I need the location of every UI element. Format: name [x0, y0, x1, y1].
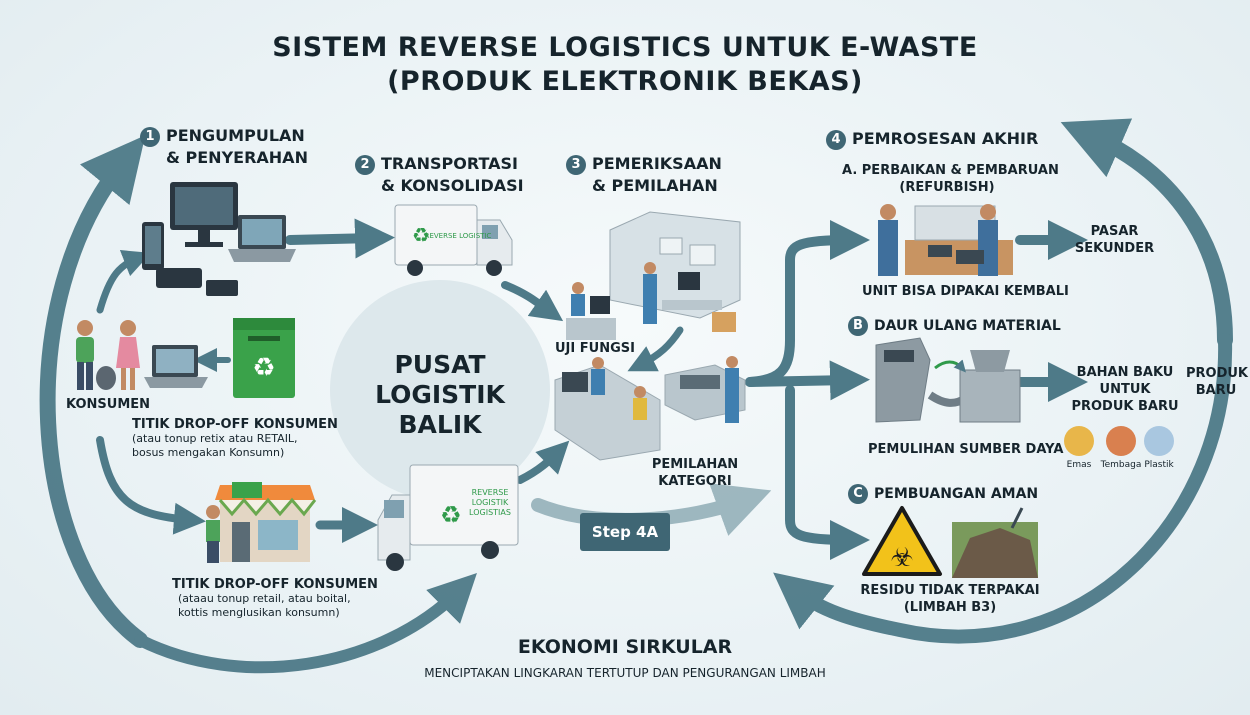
footer-subtitle: MENCIPTAKAN LINGKARAN TERTUTUP DAN PENGU…	[424, 666, 826, 680]
arrow-to-recycle	[745, 360, 870, 401]
inspection-workshop-icon	[566, 211, 741, 340]
step-4-heading: 4 PEMROSESAN AKHIR	[826, 128, 1038, 150]
step-2-line1: TRANSPORTASI	[381, 154, 518, 173]
consumer-label: KONSUMEN	[66, 397, 151, 412]
step-4-line1: PEMROSESAN AKHIR	[852, 129, 1039, 148]
arrow-to-disposal	[785, 385, 870, 560]
top-right-loop-arrow	[1060, 118, 1233, 348]
material-gold-label: Emas	[1066, 460, 1092, 470]
arrow-truck-to-sorting	[516, 440, 570, 484]
recycle-letter: B	[848, 316, 868, 336]
function-test-label: UJI FUNGSI	[555, 341, 635, 356]
material-copper-label: Tembaga	[1100, 460, 1142, 470]
step-3-line2: & PEMILAHAN	[592, 176, 718, 195]
dropoff1-line1: (atau tonup retix atau RETAIL,	[132, 432, 298, 445]
recycle-title: DAUR ULANG MATERIAL	[874, 318, 1061, 334]
left-loop-arrow	[39, 135, 148, 648]
step-1-line1: PENGUMPULAN	[166, 126, 305, 145]
circular-loop-arrows	[39, 118, 1233, 674]
svg-text:♻: ♻	[440, 501, 462, 529]
arrow-consumer-to-devices	[96, 250, 152, 314]
center-line1: PUSAT	[394, 350, 486, 379]
step-1-heading: 1 PENGUMPULAN & PENYERAHAN	[140, 125, 308, 169]
material-icons	[1064, 426, 1174, 456]
dropoff2-line2: kottis menglusikan konsumn)	[178, 606, 340, 619]
recycle-bin-icon: ♻	[233, 318, 295, 398]
disposal-title: PEMBUANGAN AMAN	[874, 486, 1039, 502]
arrow-devices-to-truck	[285, 218, 395, 259]
refurbish-result: UNIT BISA DIPAKAI KEMBALI	[862, 284, 1069, 299]
material-plastic-label: Plastik	[1144, 460, 1174, 470]
plastic-icon	[1144, 426, 1174, 456]
laptop-icon	[144, 345, 208, 388]
recycle-result: PEMULIHAN SUMBER DAYA	[868, 442, 1064, 457]
svg-text:♻: ♻	[252, 353, 275, 383]
recycle-heading: B DAUR ULANG MATERIAL	[848, 315, 1061, 337]
biohazard-sign-icon: ☣	[862, 506, 942, 576]
sorting-area-icon	[554, 356, 746, 461]
raw-material-label: BAHAN BAKU UNTUK PRODUK BARU	[1071, 365, 1179, 414]
refurbish-workers-icon	[878, 204, 1013, 276]
svg-text:☣: ☣	[890, 543, 913, 573]
svg-text:LOGISTIK: LOGISTIK	[472, 498, 509, 507]
step-2-line2: & KONSOLIDASI	[381, 176, 524, 195]
bottom-right-loop-arrow	[773, 333, 1233, 644]
electronic-devices-icon	[142, 182, 296, 296]
truck-top-icon: ♻ REVERSE LOGISTIC	[394, 204, 513, 276]
step-3-heading: 3 PEMERIKSAAN & PEMILAHAN	[566, 153, 722, 197]
center-hub-circle	[330, 280, 550, 500]
svg-text:LOGISTIAS: LOGISTIAS	[469, 508, 511, 517]
title-line-2: (PRODUK ELEKTRONIK BEKAS)	[387, 66, 863, 97]
step4a-label: Step 4A	[591, 523, 659, 541]
gold-icon	[1064, 426, 1094, 456]
new-product-label: PRODUK BARU	[1186, 366, 1249, 398]
footer-title: EKONOMI SIRKULAR	[517, 636, 733, 658]
flow-arrows	[96, 218, 1088, 560]
recycling-machine-icon	[875, 337, 1021, 423]
truck-bottom-icon: ♻ REVERSE LOGISTIK LOGISTIAS	[377, 464, 519, 571]
dropoff1-line2: bosus mengakan Konsumn)	[132, 446, 285, 459]
copper-icon	[1106, 426, 1136, 456]
arrow-truck-to-inspection	[501, 281, 564, 322]
step-2-heading: 2 TRANSPORTASI & KONSOLIDASI	[355, 153, 524, 197]
disposal-result: RESIDU TIDAK TERPAKAI (LIMBAH B3)	[860, 583, 1040, 615]
title-line-1: SISTEM REVERSE LOGISTICS UNTUK E-WASTE	[272, 32, 978, 63]
svg-text:REVERSE: REVERSE	[472, 488, 509, 497]
category-sort-label: PEMILAHAN KATEGORI	[640, 456, 750, 490]
arrow-to-refurbish	[745, 220, 870, 387]
step-3-number: 3	[566, 155, 586, 175]
landfill-icon	[952, 507, 1038, 578]
step-1-number: 1	[140, 127, 160, 147]
arrow-test-to-sort	[627, 326, 684, 372]
refurbish-title-line2: (REFURBISH)	[899, 180, 995, 195]
step-2-number: 2	[355, 155, 375, 175]
bottom-left-loop-arrow	[134, 573, 477, 674]
disposal-heading: C PEMBUANGAN AMAN	[848, 483, 1038, 505]
step-1-line2: & PENYERAHAN	[166, 148, 308, 167]
step4a-badge: Step 4A	[580, 513, 670, 551]
disposal-letter: C	[848, 484, 868, 504]
retail-shop-icon	[206, 482, 317, 563]
center-line3: BALIK	[398, 410, 482, 439]
category-sort-line2: KATEGORI	[658, 474, 732, 489]
secondary-market-label: PASAR SEKUNDER	[1074, 224, 1155, 256]
dropoff2-line1: (ataau tonup retail, atau boital,	[178, 592, 351, 605]
center-hub-label: PUSAT LOGISTIK BALIK	[360, 350, 520, 440]
step-3-line1: PEMERIKSAAN	[592, 154, 722, 173]
svg-text:REVERSE LOGISTIC: REVERSE LOGISTIC	[425, 232, 492, 240]
consumers-icon	[76, 320, 140, 390]
refurbish-title-line1: A. PERBAIKAN & PEMBARUAN	[842, 163, 1059, 178]
svg-text:♻: ♻	[412, 223, 430, 247]
refurbish-title: A. PERBAIKAN & PEMBARUAN (REFURBISH)	[842, 162, 1059, 196]
arrow-consumer-to-shop	[96, 436, 206, 535]
category-sort-line1: PEMILAHAN	[651, 457, 739, 472]
center-line2: LOGISTIK	[375, 380, 505, 409]
dropoff2-title: TITIK DROP-OFF KONSUMEN	[172, 577, 378, 592]
step-4-number: 4	[826, 130, 846, 150]
dropoff1-title: TITIK DROP-OFF KONSUMEN	[132, 417, 338, 432]
